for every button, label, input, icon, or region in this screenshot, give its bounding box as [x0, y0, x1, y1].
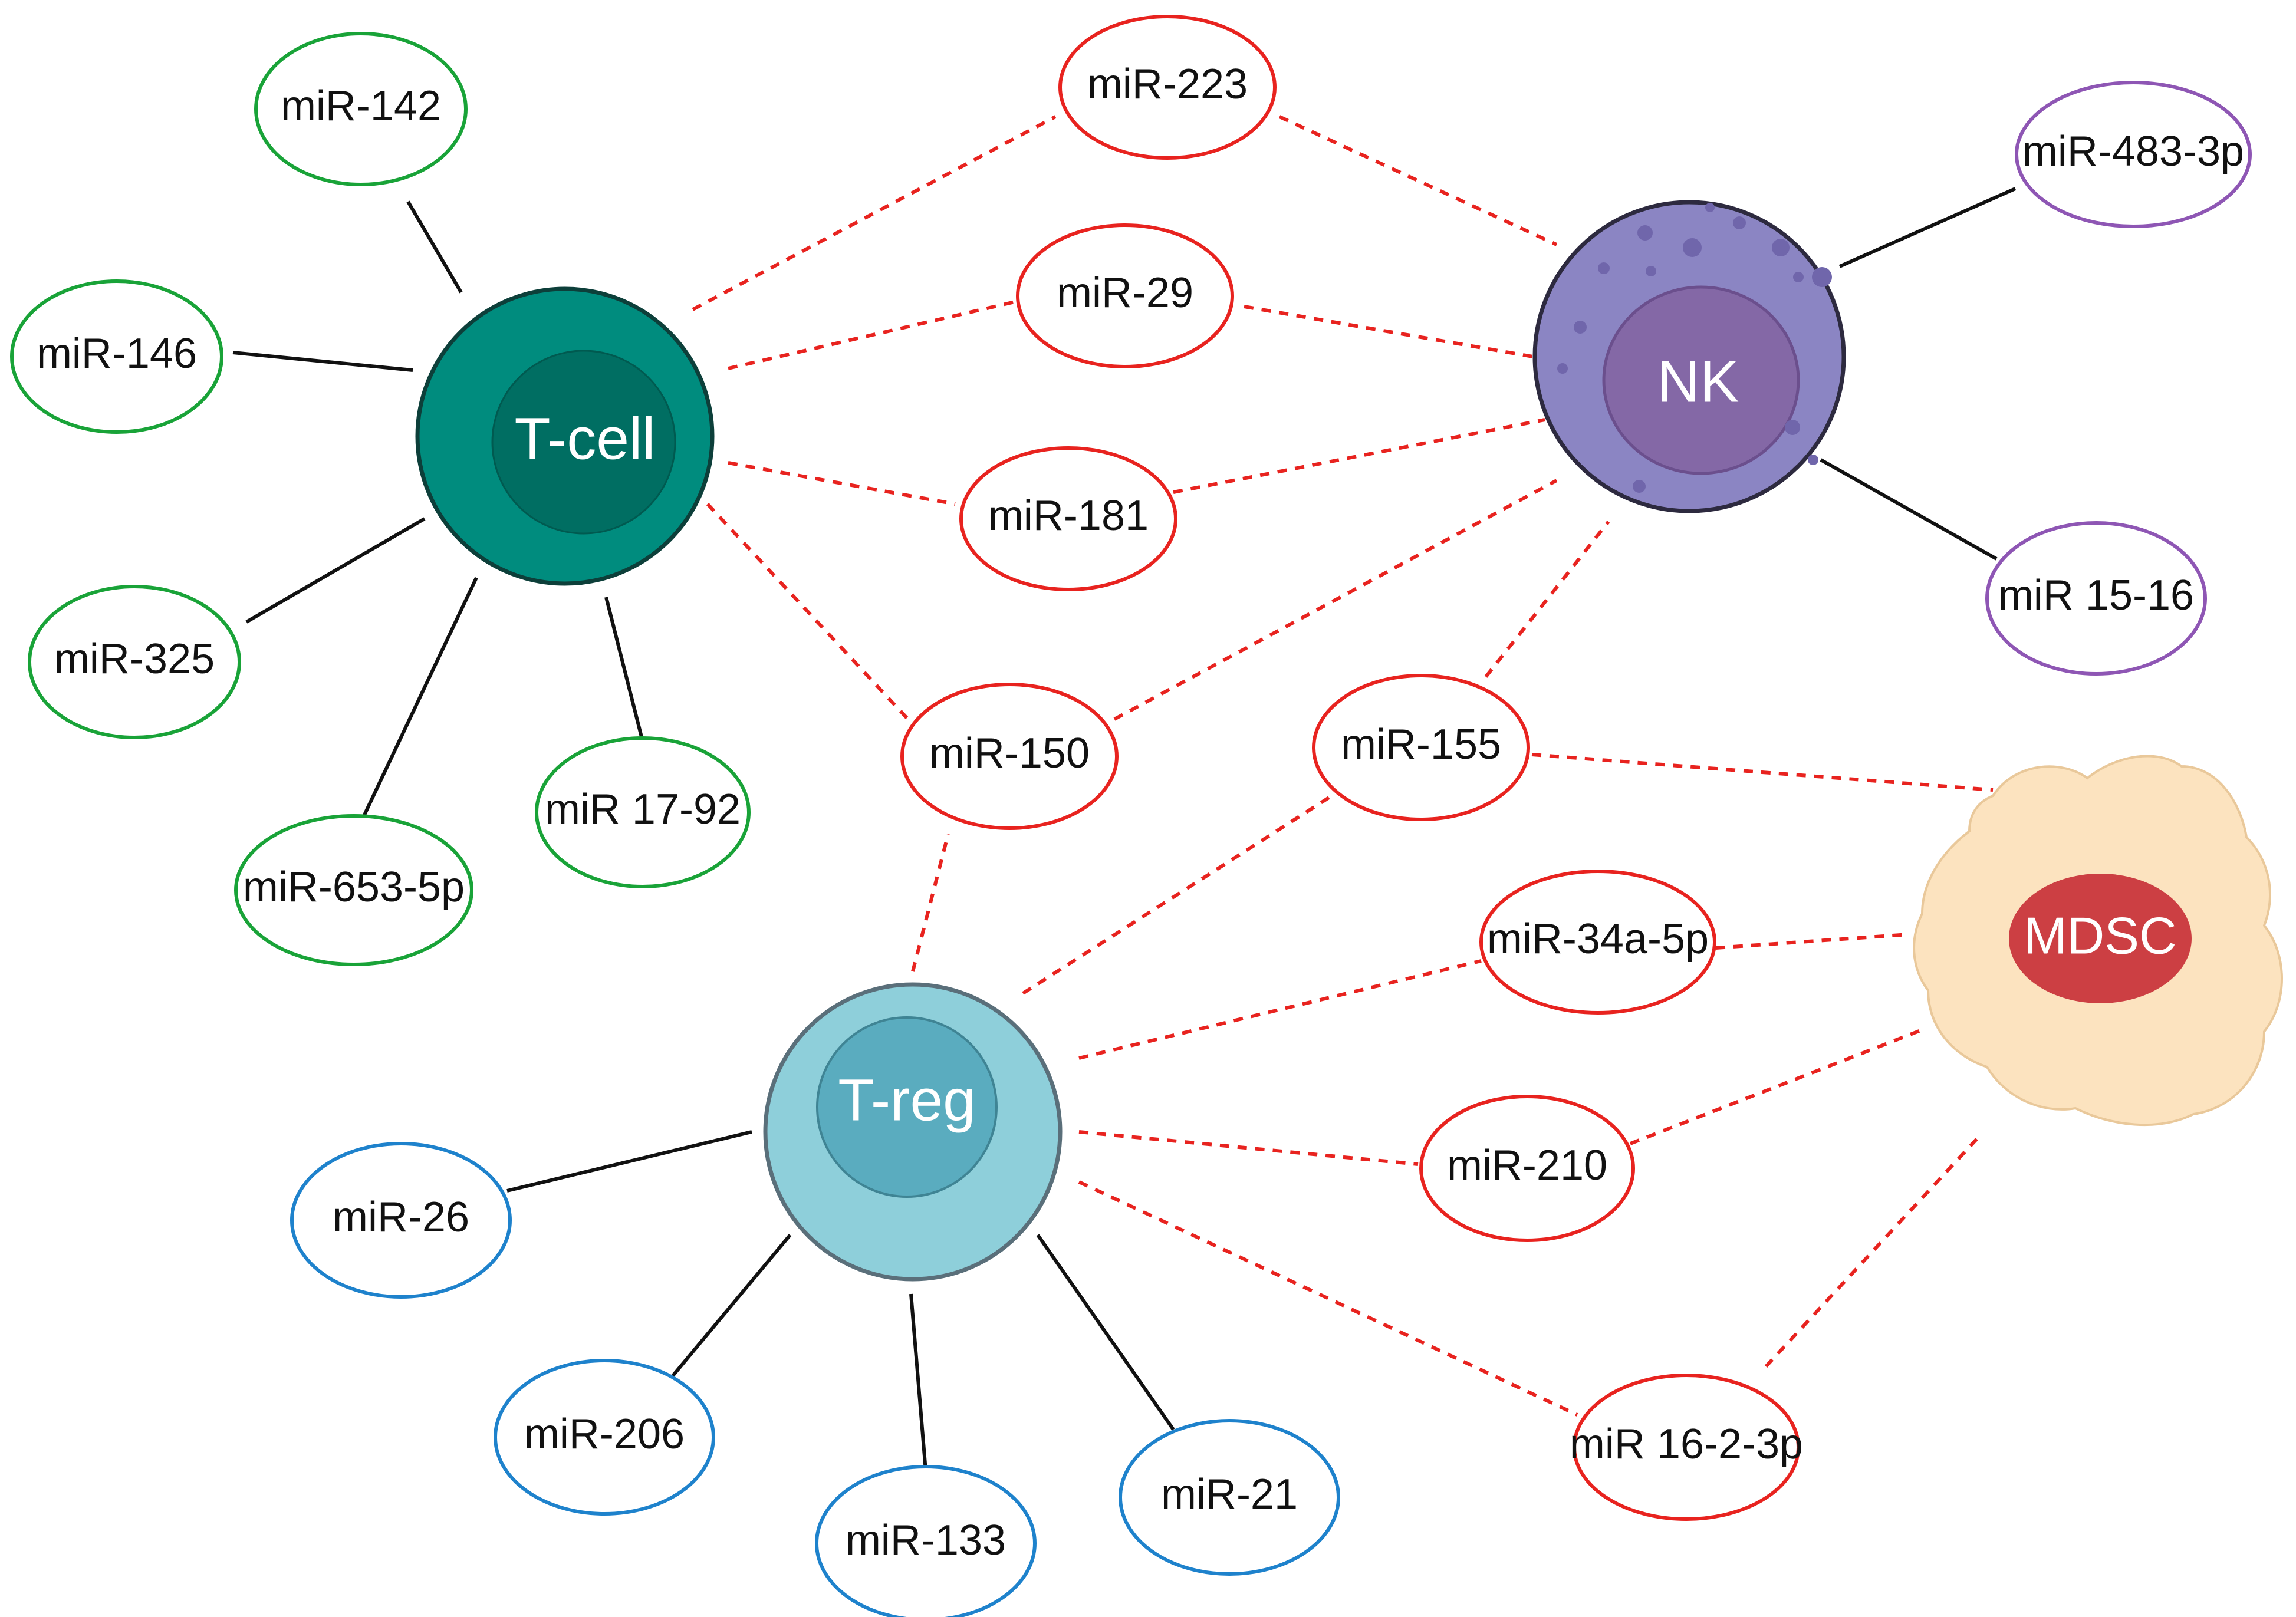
mirna-node-mir-16-2-3p: miR 16-2-3p: [1570, 1374, 1803, 1521]
mdsc-nucleus: [2009, 874, 2192, 1003]
mirna-label: miR-210: [1447, 1142, 1607, 1189]
mirna-label: miR-146: [37, 330, 197, 377]
link-treg-mir150: [911, 834, 950, 972]
mirna-label: miR-223: [1087, 61, 1248, 108]
mirna-node-mir-155: miR-155: [1312, 674, 1530, 821]
link-nk-mir29: [1244, 305, 1534, 358]
link-treg-mir1623p: [1078, 1180, 1578, 1417]
link-treg-mir133: [909, 1293, 927, 1471]
mirna-node-mir-26: miR-26: [290, 1142, 512, 1299]
mdsc-node: MDSC: [1913, 755, 2283, 1127]
link-mdsc-mir1623p: [1764, 1131, 1984, 1368]
mirna-label: miR-26: [333, 1194, 469, 1241]
mirna-label: miR-34a-5p: [1487, 915, 1709, 963]
link-tcell-mir29: [728, 299, 1021, 370]
nk-nucleus: [1602, 285, 1800, 475]
mirna-node-mir-325: miR-325: [28, 585, 241, 739]
link-tcell-mir325: [245, 517, 426, 624]
link-tcell-mir223: [692, 115, 1057, 311]
mirna-node-mir-181: miR-181: [959, 446, 1177, 591]
mirna-label: miR-142: [281, 83, 441, 130]
link-mdsc-mir34a: [1715, 933, 1910, 950]
mirna-node-mir-34a-5p: miR-34a-5p: [1479, 870, 1716, 1015]
mirna-node-mir-210: miR-210: [1419, 1095, 1635, 1242]
treg-nucleus: [816, 1016, 998, 1198]
link-nk-mir181: [1173, 418, 1545, 494]
link-treg-mir206: [670, 1234, 792, 1378]
link-treg-mir21: [1036, 1234, 1175, 1431]
nk-node: NK: [1532, 200, 1846, 513]
link-treg-mir34a: [1078, 959, 1482, 1060]
mirna-node-mir-17-92: miR 17-92: [535, 736, 751, 888]
mirna-node-mir-133: miR-133: [815, 1465, 1037, 1617]
link-tcell-mir1792: [604, 597, 644, 742]
link-mdsc-mir155: [1531, 753, 1994, 792]
treg-label: T-reg: [838, 1067, 975, 1133]
mirna-label: miR-150: [929, 730, 1090, 777]
mdsc-label: MDSC: [2024, 906, 2176, 964]
link-nk-mir155: [1484, 521, 1610, 678]
link-nk-mir1516: [1820, 458, 1998, 561]
mirna-node-mir-223: miR-223: [1058, 15, 1277, 160]
mirna-node-mir-29: miR-29: [1016, 223, 1234, 368]
tcell-node: T-cell: [415, 286, 715, 586]
mirna-node-mir-15-16: miR 15-16: [1985, 521, 2207, 676]
mirna-label: miR-206: [524, 1411, 685, 1458]
tcell-label: T-cell: [515, 406, 656, 472]
link-tcell-mir181: [728, 461, 956, 506]
link-tcell-mir150: [706, 502, 910, 721]
tcell-nucleus: [491, 350, 676, 535]
mirna-label: miR 15-16: [1998, 572, 2194, 619]
mirna-label: miR-483-3p: [2022, 128, 2244, 175]
mirna-label: miR 16-2-3p: [1570, 1421, 1803, 1468]
mirna-node-mir-206: miR-206: [494, 1359, 715, 1516]
link-treg-mir155: [1022, 785, 1347, 995]
mirna-label: miR-653-5p: [243, 864, 465, 911]
mirna-label: miR-155: [1341, 721, 1501, 768]
link-nk-mir483: [1838, 187, 2017, 268]
link-tcell-mir146: [232, 351, 413, 372]
mirna-label: miR-325: [54, 635, 215, 683]
link-treg-mir26: [506, 1130, 752, 1193]
link-mdsc-mir210: [1629, 1027, 1926, 1145]
mirna-node-mir-483-3p: miR-483-3p: [2015, 81, 2252, 228]
mirna-node-mir-21: miR-21: [1119, 1419, 1340, 1576]
link-nk-mir150: [1113, 479, 1558, 721]
mirna-node-mir-653-5p: miR-653-5p: [234, 814, 473, 966]
nk-label: NK: [1657, 348, 1739, 414]
mirna-label: miR-133: [846, 1517, 1006, 1564]
mirna-node-mir-146: miR-146: [10, 279, 223, 434]
nk-granules: [1557, 203, 1832, 493]
link-nk-mir223: [1278, 115, 1558, 246]
treg-node: T-reg: [763, 982, 1063, 1282]
mirna-node-mir-142: miR-142: [254, 32, 468, 186]
mirna-label: miR-181: [988, 492, 1149, 539]
link-tcell-mir653: [359, 577, 478, 824]
mirna-label: miR-29: [1057, 269, 1193, 317]
mirna-label: miR-21: [1161, 1471, 1298, 1518]
mirna-label: miR 17-92: [545, 786, 741, 833]
link-treg-mir210: [1078, 1130, 1419, 1166]
mirna-node-mir-150: miR-150: [900, 683, 1119, 830]
connector-lines: [232, 115, 2017, 1471]
link-tcell-mir142: [406, 200, 463, 294]
mirna-nodes: miR-142 miR-146 miR-325 miR-653-5p miR 1…: [10, 15, 2252, 1617]
